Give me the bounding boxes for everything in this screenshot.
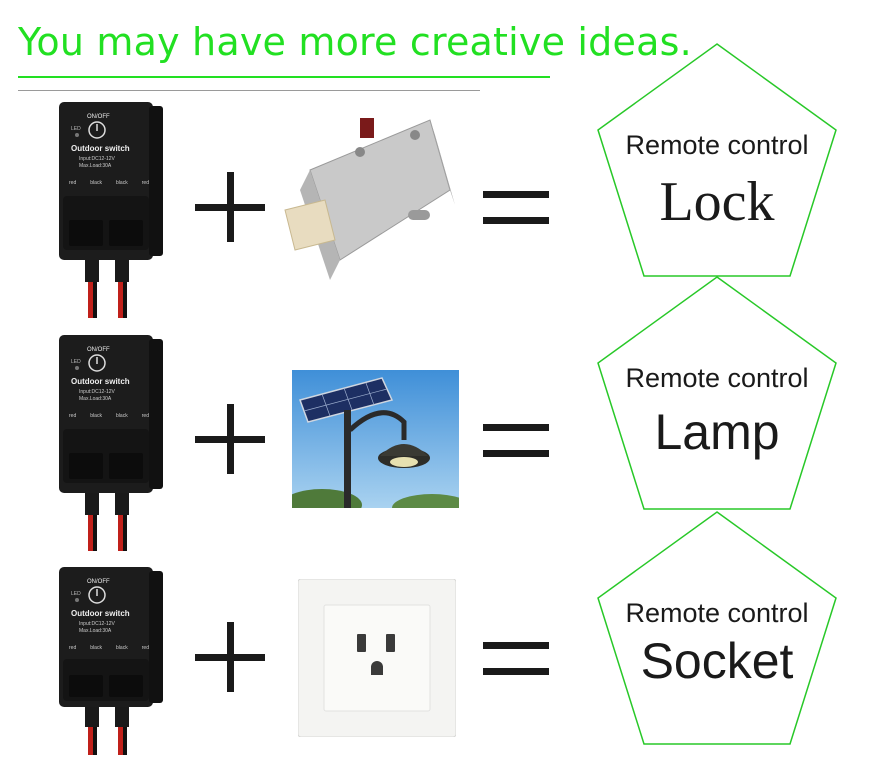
wall-socket-icon bbox=[297, 578, 457, 738]
device-spec-2: Max.Load:30A bbox=[79, 396, 112, 402]
device-spec-2: Max.Load:30A bbox=[79, 163, 112, 169]
switch-label: ON/OFF bbox=[87, 114, 110, 120]
device-title: Outdoor switch bbox=[71, 144, 130, 153]
result-pentagon-socket: Remote control Socket bbox=[596, 510, 838, 746]
plus-sign bbox=[195, 404, 265, 474]
wire-label: black bbox=[116, 645, 128, 651]
headline-underline bbox=[18, 76, 550, 78]
outdoor-switch-device: ON/OFF LED Outdoor switch Input:DC12-12V… bbox=[55, 565, 165, 755]
switch-label: ON/OFF bbox=[87, 347, 110, 353]
pentagon-icon bbox=[597, 276, 837, 510]
wire-label: black bbox=[90, 180, 102, 186]
device-title: Outdoor switch bbox=[71, 609, 130, 618]
wire-label: black bbox=[116, 413, 128, 419]
device-spec-2: Max.Load:30A bbox=[79, 628, 112, 634]
device-spec-1: Input:DC12-12V bbox=[79, 389, 115, 395]
led-label: LED bbox=[71, 591, 81, 597]
led-label: LED bbox=[71, 359, 81, 365]
solar-lamp-photo bbox=[282, 370, 472, 522]
switch-label: ON/OFF bbox=[87, 579, 110, 585]
equals-sign bbox=[483, 638, 549, 678]
outdoor-switch-icon bbox=[59, 567, 163, 755]
wire-label: black bbox=[116, 180, 128, 186]
solar-lamp-icon bbox=[282, 370, 472, 522]
device-spec-1: Input:DC12-12V bbox=[79, 156, 115, 162]
wire-label: red bbox=[69, 413, 77, 419]
plus-sign bbox=[195, 622, 265, 692]
outdoor-switch-icon bbox=[59, 335, 163, 551]
wall-socket-photo bbox=[297, 578, 457, 738]
pentagon-icon bbox=[597, 43, 837, 277]
result-name: Lamp bbox=[654, 404, 780, 460]
pentagon-icon bbox=[597, 511, 837, 745]
wire-labels: red black black red bbox=[69, 645, 149, 651]
solenoid-lock-photo bbox=[280, 110, 460, 285]
equals-sign bbox=[483, 420, 549, 460]
outdoor-switch-icon bbox=[59, 102, 163, 318]
result-label: Remote control bbox=[625, 363, 809, 393]
wire-label: red bbox=[141, 645, 149, 651]
outdoor-switch-device: ON/OFF LED Outdoor switch Input:DC12-12V… bbox=[55, 100, 165, 320]
result-label: Remote control bbox=[625, 598, 809, 628]
lock-icon bbox=[284, 118, 455, 280]
wire-label: black bbox=[90, 413, 102, 419]
wire-label: black bbox=[90, 645, 102, 651]
wire-labels: red black black red bbox=[69, 413, 149, 419]
device-title: Outdoor switch bbox=[71, 377, 130, 386]
headline: You may have more creative ideas. bbox=[18, 20, 692, 64]
result-label: Remote control bbox=[625, 130, 809, 160]
result-name: Socket bbox=[640, 633, 794, 689]
wire-label: red bbox=[69, 645, 77, 651]
headline-gray-rule bbox=[18, 90, 480, 91]
wire-labels: red black black red bbox=[69, 180, 149, 186]
plus-sign bbox=[195, 172, 265, 242]
result-pentagon-lamp: Remote control Lamp bbox=[596, 275, 838, 511]
wire-label: red bbox=[69, 180, 77, 186]
device-spec-1: Input:DC12-12V bbox=[79, 621, 115, 627]
result-pentagon-lock: Remote control Lock bbox=[596, 42, 838, 278]
result-name: Lock bbox=[659, 171, 775, 233]
outdoor-switch-device: ON/OFF LED Outdoor switch Input:DC12-12V… bbox=[55, 333, 165, 553]
wire-label: red bbox=[141, 180, 149, 186]
led-label: LED bbox=[71, 126, 81, 132]
wire-label: red bbox=[141, 413, 149, 419]
equals-sign bbox=[483, 187, 549, 227]
